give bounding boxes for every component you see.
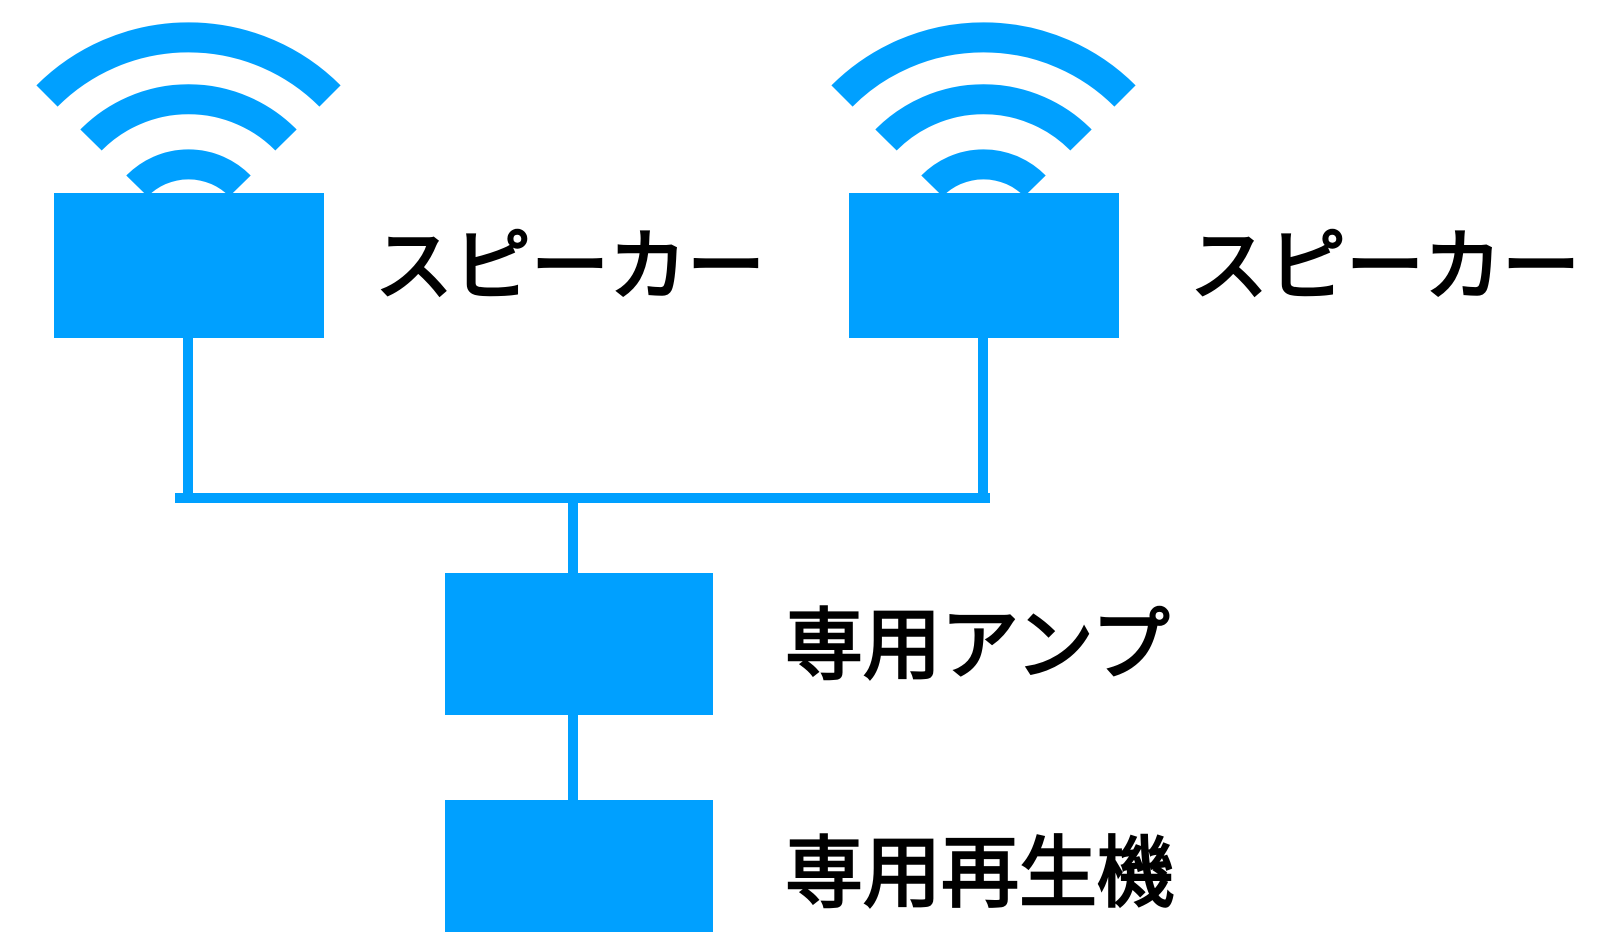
speaker-right: スピーカー	[831, 22, 1580, 338]
amplifier-box	[445, 573, 713, 715]
player-label: 専用再生機	[785, 829, 1175, 919]
player: 専用再生機	[445, 800, 1175, 932]
speaker-right-box	[849, 193, 1119, 338]
speaker-left: スピーカー	[36, 22, 765, 338]
amplifier-label: 専用アンプ	[785, 601, 1170, 691]
wireless-signal-icon	[36, 22, 341, 197]
speaker-left-label: スピーカー	[375, 222, 765, 312]
player-box	[445, 800, 713, 932]
connector-lines	[175, 338, 990, 800]
wireless-signal-icon	[831, 22, 1136, 197]
speaker-right-label: スピーカー	[1190, 222, 1580, 312]
speaker-left-box	[54, 193, 324, 338]
amplifier: 専用アンプ	[445, 573, 1170, 715]
